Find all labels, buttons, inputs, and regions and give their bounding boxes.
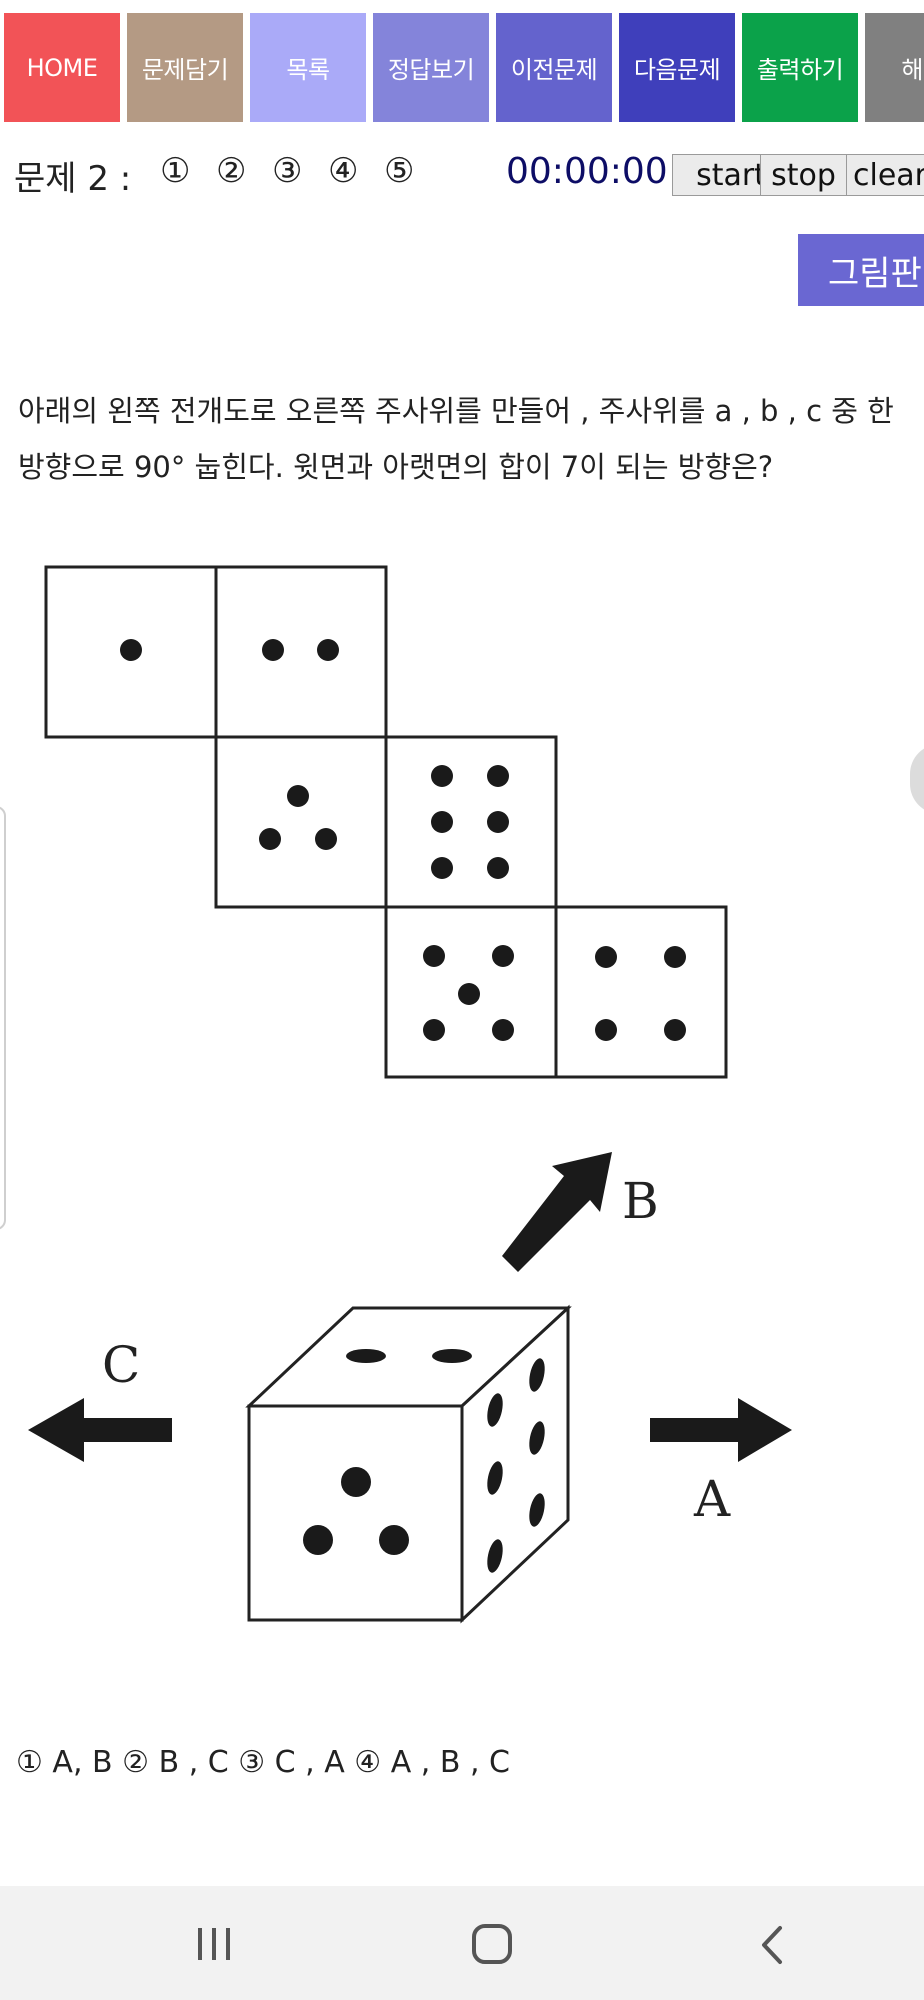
question-header: 문제 2 : ① ② ③ ④ ⑤ 00:00:00 start stop cle… [14, 143, 924, 203]
print-button[interactable]: 출력하기 [742, 13, 858, 122]
choice-4[interactable]: ④ [328, 151, 359, 191]
system-nav-bar [0, 1886, 924, 2000]
recent-apps-icon[interactable] [192, 1924, 236, 1964]
net-face-3 [214, 735, 388, 909]
timer-display: 00:00:00 [506, 151, 668, 192]
top-nav: HOME 문제담기 목록 정답보기 이전문제 다음문제 출력하기 해설 [4, 13, 924, 122]
cube-front-face [247, 1404, 464, 1622]
question-text: 아래의 왼쪽 전개도로 오른쪽 주사위를 만들어 , 주사위를 a , b , … [18, 383, 924, 495]
cube-pips [303, 1349, 545, 1573]
prev-question-button[interactable]: 이전문제 [496, 13, 612, 122]
label-b: B [622, 1172, 659, 1230]
dice-cube [245, 1304, 572, 1624]
arrow-a [650, 1398, 792, 1462]
next-question-button[interactable]: 다음문제 [619, 13, 735, 122]
choice-2[interactable]: ② [216, 151, 247, 191]
net-pips [120, 639, 686, 1041]
dice-net [44, 565, 728, 1079]
timer-stop-button[interactable]: stop [760, 154, 847, 196]
question-number: 문제 2 : [14, 159, 132, 199]
list-button[interactable]: 목록 [250, 13, 366, 122]
drawing-pad-button[interactable]: 그림판 [798, 234, 924, 306]
choice-1[interactable]: ① [160, 151, 191, 191]
arrow-c [28, 1398, 172, 1462]
question-line-2: 방향으로 90° 눕힌다. 윗면과 아랫면의 합이 7이 되는 방향은? [18, 450, 774, 484]
home-button[interactable]: HOME [4, 13, 120, 122]
dice-figure: B C A [28, 565, 792, 1624]
question-line-1: 아래의 왼쪽 전개도로 오른쪽 주사위를 만들어 , 주사위를 a , b , … [18, 394, 894, 428]
label-c: C [102, 1336, 140, 1394]
net-face-4 [554, 905, 728, 1079]
timer-clear-button[interactable]: clear [846, 154, 924, 196]
show-answer-button[interactable]: 정답보기 [373, 13, 489, 122]
net-face-6 [384, 735, 558, 909]
right-edge-handle[interactable] [910, 744, 924, 814]
home-icon[interactable] [470, 1922, 516, 1968]
choice-3[interactable]: ③ [272, 151, 303, 191]
back-icon[interactable] [758, 1924, 788, 1966]
label-a: A [693, 1470, 731, 1528]
add-question-button[interactable]: 문제담기 [127, 13, 243, 122]
answer-options: ① A, B ② B , C ③ C , A ④ A , B , C [16, 1745, 510, 1780]
arrow-b [502, 1152, 612, 1272]
choice-5[interactable]: ⑤ [384, 151, 415, 191]
net-face-2 [214, 565, 388, 739]
explanation-button[interactable]: 해설 [865, 13, 924, 122]
